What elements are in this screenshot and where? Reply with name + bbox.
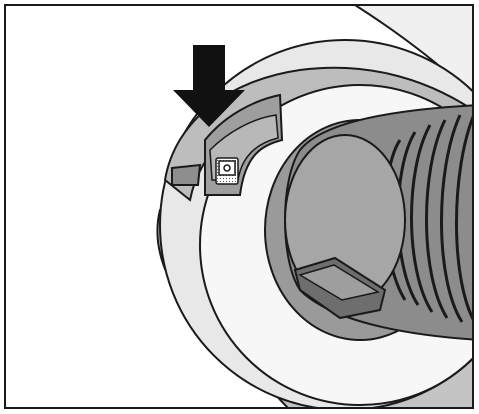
ring-tab — [171, 163, 202, 186]
down-arrow-icon — [173, 45, 245, 127]
frame — [4, 4, 474, 409]
bag-symbol-icon — [215, 157, 239, 185]
